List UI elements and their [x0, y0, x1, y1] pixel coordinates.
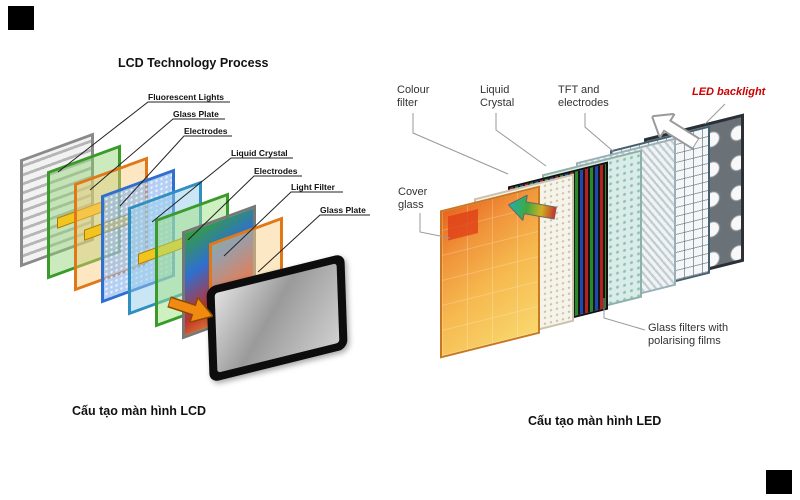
- lcd-label-liquid-crystal: Liquid Crystal: [231, 148, 288, 158]
- lcd-label-glass-plate-2: Glass Plate: [320, 205, 366, 215]
- led-leader-tft: [584, 113, 615, 153]
- rainbow-arrow-icon: [507, 194, 558, 222]
- led-label-colour-filter: Colour filter: [397, 84, 430, 109]
- led-leader-colour-filter: [412, 113, 509, 175]
- lcd-label-light-filter: Light Filter: [291, 182, 335, 192]
- corner-mark-top-left: [8, 6, 34, 30]
- led-label-cover-glass: Cover glass: [398, 186, 428, 211]
- led-label-glass-filters: Glass filters with polarising films: [648, 322, 729, 347]
- white-arrow-icon: [650, 112, 701, 151]
- lcd-label-fluorescent-lights: Fluorescent Lights: [148, 92, 225, 102]
- led-caption: Cấu tạo màn hình LED: [528, 414, 662, 428]
- led-leader-liquid-crystal: [495, 113, 547, 167]
- lcd-diagram-title: LCD Technology Process: [118, 56, 269, 70]
- lcd-caption: Cấu tạo màn hình LCD: [72, 404, 207, 418]
- led-label-led-backlight: LED backlight: [692, 86, 766, 98]
- cover-glass-red-patch: [448, 208, 478, 241]
- lcd-label-glass-plate-1: Glass Plate: [173, 109, 219, 119]
- corner-mark-bottom-right: [766, 470, 792, 494]
- lcd-label-electrodes-2: Electrodes: [254, 166, 298, 176]
- monitor-glass: [214, 263, 340, 373]
- led-label-liquid-crystal: Liquid Crystal: [480, 84, 515, 109]
- lcd-label-electrodes-1: Electrodes: [184, 126, 228, 136]
- led-label-tft-electrodes: TFT and electrodes: [558, 84, 609, 109]
- orange-arrow-icon: [166, 296, 215, 324]
